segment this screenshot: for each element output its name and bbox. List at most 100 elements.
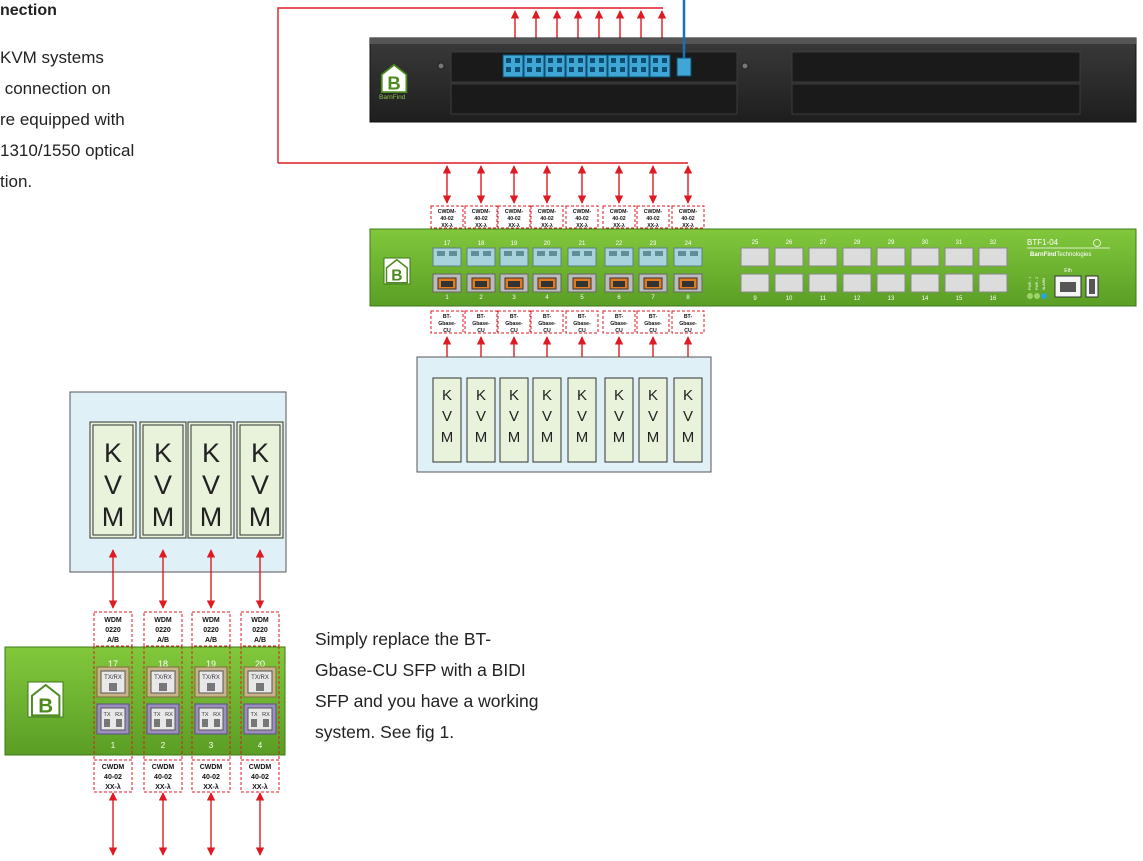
lc-port [653,67,658,72]
kvm-letter: V [542,408,552,425]
switch-logo: B [385,258,408,284]
cwdm-label-text: 40-02 [575,216,588,222]
sfp-port-pair: 226 [604,241,634,301]
lc-port [515,67,520,72]
rj45-socket [613,281,625,287]
lc-connector [607,54,629,78]
cwdm-sfp-cage [432,247,462,267]
sfp-lens [537,251,545,256]
eth-label: Eth [1064,268,1072,274]
lc-port [662,67,667,72]
lc-port [548,58,553,63]
empty-sfp-cage [876,247,906,267]
lc-port [611,58,616,63]
copper-label-text: CU [477,328,485,334]
kvm-letter: V [509,408,519,425]
kvm-card-inner [239,424,281,536]
copper-label-box [565,310,599,334]
cwdm-label-box [93,759,133,793]
sfp-lens [643,251,651,256]
cwdm-label-text: CWDM- [438,209,457,215]
kvm-letter: M [682,429,695,446]
port-number-top: 21 [579,241,586,247]
lc-port [536,67,541,72]
cwdm-label-box [497,205,531,229]
led-label: PWR - 1 [1028,277,1032,290]
bidi-top-label: TX/RX [154,675,172,681]
copper-label-text: CU [510,328,518,334]
sfp-port-pair: 171 [432,241,462,301]
rj45-socket [441,281,453,287]
kvm-letter: M [102,502,125,532]
copper-label-text: BT- [578,314,587,320]
empty-sfp-cage [740,247,770,267]
lc-port [578,58,583,63]
empty-sfp-pair: 259 [740,240,770,302]
port-number-top: 32 [990,240,997,246]
wdm-label-box [191,611,231,647]
cwdm-label-text: 40-02 [440,216,453,222]
copper-label-text: CU [443,328,451,334]
cwdm-label-box [530,205,564,229]
cwdm-sfp-cage [499,247,529,267]
cwdm-label-text: XX-λ [105,783,121,791]
sfp-lens [449,251,457,256]
logo-house [30,683,61,717]
cwdm-label-text: XX-λ [441,223,453,229]
port-number-bottom: 8 [686,295,690,301]
port-number-bottom: 3 [209,741,214,750]
bidi-lens [159,683,167,691]
company-rest: Technologies [1056,252,1091,258]
sfp-lens [516,251,524,256]
empty-sfp-cage [842,273,872,293]
cwdm-label-text: CWDM [152,764,175,771]
chassis-slot [791,51,1081,83]
kvm-card: KVM [567,377,597,463]
cwdm-label-text: CWDM- [679,209,698,215]
bidi-sfp-face [247,670,273,694]
kvm-letter: M [576,429,589,446]
sfp-port-pair: 182 [466,241,496,301]
port-number-top: 25 [752,240,759,246]
rj45-socket [682,281,694,287]
lc-connector [586,54,608,78]
kvm-letter: V [577,408,587,425]
wdm-label-text: WDM [202,617,220,624]
empty-sfp-cage [774,273,804,293]
cwdm-label-text: XX-λ [541,223,553,229]
lc-port [620,67,625,72]
port-number-bottom: 10 [786,296,793,302]
usb-socket [1089,279,1095,294]
sfp-lens [678,251,686,256]
duplex-lens [104,719,110,727]
copper-label-box [602,310,636,334]
cwdm-label-text: 40-02 [612,216,625,222]
port-number-bottom: 4 [545,295,549,301]
duplex-lens [202,719,208,727]
kvm-letter: V [648,408,658,425]
cwdm-label-text: XX-λ [252,783,268,791]
kvm-letter: V [154,470,172,500]
kvm-letter: K [476,387,486,404]
copper-label-box [464,310,498,334]
cwdm-sfp-cage [604,247,634,267]
kvm-card-body [673,377,703,463]
kvm-letter: K [442,387,452,404]
sfp-port-pair: 237 [638,241,668,301]
power-symbol-icon [1093,239,1101,247]
rj45-socket [576,281,588,287]
port-number-top: 23 [650,241,657,247]
port-number-top: 30 [922,240,929,246]
copper-label-text: Gbase- [472,321,490,327]
copper-label-text: CU [684,328,692,334]
lc-port [569,67,574,72]
kvm-letter: K [648,387,658,404]
wdm-label-text: WDM [251,617,269,624]
lc-port [590,58,595,63]
tx-label: TX [103,712,110,718]
chassis-top-edge [370,38,1136,44]
